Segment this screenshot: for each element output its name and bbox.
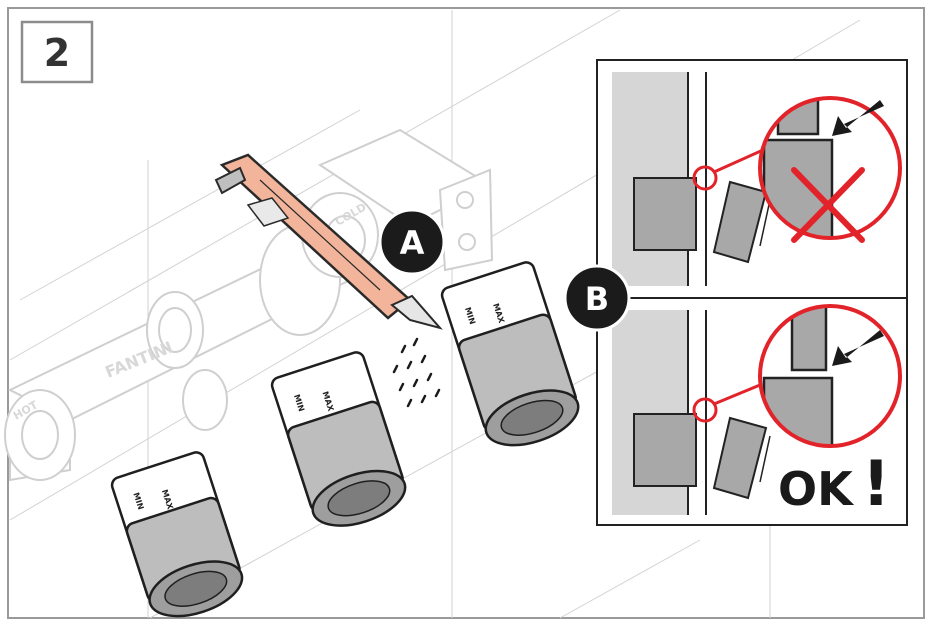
arrow-icon [832,330,884,366]
cutting-debris [392,337,441,408]
callout-a-badge: A [378,208,446,276]
ok-exclamation: OK ! [778,447,890,520]
step-number-box: 2 [20,20,94,84]
magnifier-correct [758,304,902,448]
utility-knife-icon [214,153,443,330]
red-x-mark [791,167,865,243]
ok-mark: ! [862,447,890,520]
mixer-valve-body [4,128,494,482]
callout-a-label: A [400,224,425,262]
detail-correct: OK ! [612,304,902,520]
protective-cap-left: MIN MAX [110,451,244,618]
callout-b-label: B [585,280,609,318]
step-number: 2 [44,31,70,75]
protective-cap-middle: MIN MAX [270,351,407,527]
ok-text: OK [778,462,855,516]
detail-panel: OK ! [596,59,908,526]
arrow-icon [832,100,884,136]
callout-b-badge: B [563,264,631,332]
protective-cap-right: MIN MAX [440,261,580,447]
